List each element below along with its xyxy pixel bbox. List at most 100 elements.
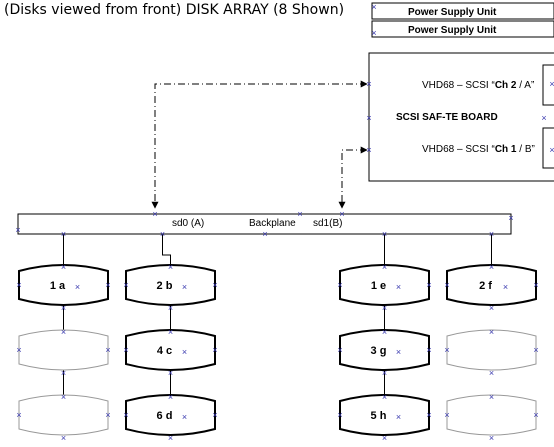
marker-x: ×: [396, 412, 401, 422]
marker-x: ×: [105, 345, 110, 355]
marker-x: ×: [123, 345, 128, 355]
marker-x: ×: [382, 262, 387, 272]
marker-x: ×: [489, 303, 494, 313]
marker-x: ×: [396, 347, 401, 357]
backplane-box: [17, 213, 512, 235]
disk-4c: 4 c: [125, 329, 216, 371]
disk-label: 4 c: [157, 345, 172, 357]
marker-x: ×: [426, 280, 431, 290]
empty-slot: [18, 394, 109, 436]
disk-label: 1 e: [371, 280, 386, 292]
backplane-port-b: sd1(B): [313, 218, 342, 229]
marker-x: ×: [182, 282, 187, 292]
disk-label: 6 d: [157, 410, 173, 422]
marker-x: ×: [262, 229, 267, 239]
marker-x: ×: [16, 280, 21, 290]
marker-x: ×: [123, 280, 128, 290]
marker-x: ×: [382, 303, 387, 313]
marker-x: ×: [160, 229, 165, 239]
marker-x: ×: [168, 433, 173, 443]
empty-slot-outline: [446, 329, 537, 371]
diagram-title: (Disks viewed from front) DISK ARRAY (8 …: [4, 2, 344, 18]
empty-slot: [446, 394, 537, 436]
marker-x: ×: [212, 280, 217, 290]
disk-body: [446, 264, 537, 306]
backplane-label: Backplane: [249, 218, 296, 229]
marker-x: ×: [508, 213, 513, 223]
connector-ch1-label: VHD68 – SCSI “Ch 1 / B”: [422, 144, 535, 155]
marker-x: ×: [168, 303, 173, 313]
empty-slot-outline: [18, 394, 109, 436]
marker-x: ×: [75, 282, 80, 292]
disk-label: 3 g: [371, 345, 387, 357]
disk-body: [339, 329, 430, 371]
backplane-to-disk-link: [162, 234, 171, 395]
marker-x: ×: [382, 229, 387, 239]
marker-x: ×: [489, 392, 494, 402]
disk-1a: 1 a: [18, 264, 109, 306]
cable-channel-b: [338, 146, 368, 209]
marker-x: ×: [168, 327, 173, 337]
marker-x: ×: [444, 345, 449, 355]
disk-body: [125, 264, 216, 306]
marker-x: ×: [382, 368, 387, 378]
marker-x: ×: [61, 303, 66, 313]
marker-x: ×: [533, 280, 538, 290]
marker-x: ×: [61, 327, 66, 337]
marker-x: ×: [426, 345, 431, 355]
marker-x: ×: [297, 209, 302, 219]
disk-3g: 3 g: [339, 329, 430, 371]
backplane: sd0 (A) Backplane sd1(B): [17, 213, 512, 235]
disk-body: [18, 264, 109, 306]
disk-label: 2 f: [479, 280, 492, 292]
empty-slot: [446, 329, 537, 371]
marker-x: ×: [382, 392, 387, 402]
marker-x: ×: [533, 410, 538, 420]
marker-x: ×: [61, 433, 66, 443]
marker-x: ×: [503, 282, 508, 292]
connector-ch2: [542, 64, 554, 106]
marker-x: ×: [426, 410, 431, 420]
marker-x: ×: [61, 392, 66, 402]
marker-x: ×: [489, 433, 494, 443]
marker-x: ×: [16, 410, 21, 420]
disk-1e: 1 e: [339, 264, 430, 306]
marker-x: ×: [61, 229, 66, 239]
connection-markers: × × × × × × × × × × × × × × × × × × × × × × × × × × × × × × × × × × × × × × × ×…: [15, 2, 554, 443]
marker-x: ×: [61, 368, 66, 378]
disk-label: 1 a: [50, 280, 66, 292]
cable-channel-a: [151, 80, 368, 209]
marker-x: ×: [123, 410, 128, 420]
marker-x: ×: [15, 225, 20, 235]
marker-x: ×: [382, 327, 387, 337]
disk-2f: 2 f: [446, 264, 537, 306]
marker-x: ×: [444, 410, 449, 420]
marker-x: ×: [489, 229, 494, 239]
marker-x: ×: [541, 113, 546, 123]
disk-label: 5 h: [371, 410, 387, 422]
disk-label: 2 b: [157, 280, 173, 292]
saf-te-board-box: [368, 52, 554, 182]
board-name: SCSI SAF-TE BOARD: [396, 112, 498, 123]
marker-x: ×: [168, 368, 173, 378]
marker-x: ×: [337, 410, 342, 420]
marker-x: ×: [16, 345, 21, 355]
marker-x: ×: [212, 410, 217, 420]
disk-body: [125, 329, 216, 371]
marker-x: ×: [382, 433, 387, 443]
disk-slots: 1 a 2 b 4 c 6 d 1 e 3 g 5 h 2 f: [18, 234, 537, 436]
empty-slot-outline: [446, 394, 537, 436]
connector-ch1: [542, 127, 554, 169]
marker-x: ×: [168, 392, 173, 402]
power-supply-unit-2-label: Power Supply Unit: [408, 25, 497, 36]
connector-ch2-label: VHD68 – SCSI “Ch 2 / A”: [422, 80, 534, 91]
marker-x: ×: [337, 280, 342, 290]
marker-x: ×: [152, 209, 157, 219]
marker-x: ×: [212, 345, 217, 355]
marker-x: ×: [489, 327, 494, 337]
marker-x: ×: [489, 262, 494, 272]
saf-te-board: VHD68 – SCSI “Ch 2 / A” SCSI SAF-TE BOAR…: [368, 52, 554, 182]
marker-x: ×: [444, 280, 449, 290]
disk-body: [339, 394, 430, 436]
